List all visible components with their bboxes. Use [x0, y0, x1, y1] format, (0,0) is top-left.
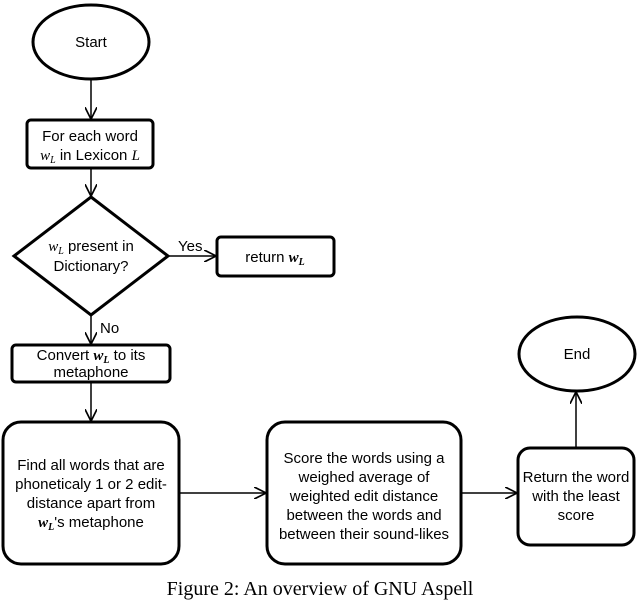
score-line1: Score the words using a — [284, 450, 446, 467]
for-each-box: For each word wL in Lexicon L — [25, 118, 155, 170]
end-node: End — [517, 315, 637, 393]
decision-diamond: wL present in Dictionary? — [11, 195, 171, 317]
for-each-line2: wL in Lexicon L — [40, 147, 140, 166]
return-wl-label: return wL — [245, 249, 304, 268]
end-label: End — [564, 346, 591, 363]
convert-line1: Convert wL to its — [37, 347, 146, 366]
decision-line2: Dictionary? — [53, 258, 128, 275]
score-box: Score the words using a weighed average … — [265, 420, 463, 566]
for-each-line1: For each word — [42, 128, 138, 145]
start-node: Start — [31, 3, 151, 81]
score-line4: between the words and — [286, 507, 441, 524]
convert-box: Convert wL to its metaphone — [10, 343, 172, 384]
find-all-box: Find all words that are phoneticaly 1 or… — [1, 420, 181, 566]
find-all-line3: distance apart from — [27, 495, 155, 512]
return-least-line1: Return the word — [523, 469, 630, 486]
start-label: Start — [75, 34, 108, 51]
score-line3: weighted edit distance — [289, 488, 438, 505]
find-all-line4: wL's metaphone — [38, 514, 144, 533]
decision-line1: wL present in — [48, 238, 134, 257]
yes-label: Yes — [178, 238, 202, 255]
no-label: No — [100, 320, 119, 337]
score-line5: between their sound-likes — [279, 526, 449, 543]
find-all-line2: phoneticaly 1 or 2 edit- — [15, 476, 167, 493]
return-least-box: Return the word with the least score — [516, 446, 636, 547]
find-all-line1: Find all words that are — [17, 457, 165, 474]
score-line2: weighed average of — [298, 469, 431, 486]
figure-caption: Figure 2: An overview of GNU Aspell — [166, 578, 474, 600]
return-wl-box: return wL — [215, 235, 336, 278]
return-least-line2: with the least — [531, 488, 620, 505]
return-least-line3: score — [558, 507, 595, 524]
convert-line2: metaphone — [53, 364, 128, 381]
